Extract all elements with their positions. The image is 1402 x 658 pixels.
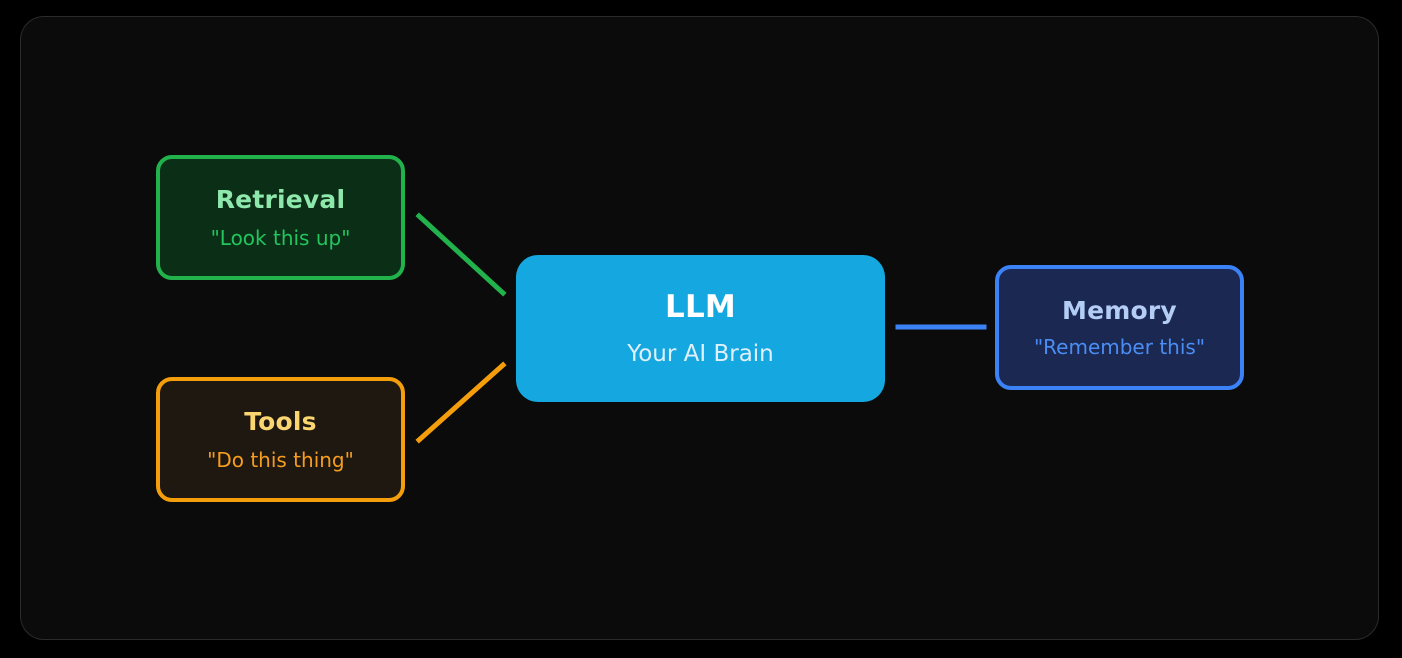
node-retrieval[interactable]: Retrieval "Look this up" xyxy=(156,155,405,280)
node-memory-subtitle: "Remember this" xyxy=(1033,335,1206,360)
node-memory-title: Memory xyxy=(1062,295,1177,325)
node-retrieval-title: Retrieval xyxy=(215,184,346,214)
node-tools-subtitle: "Do this thing" xyxy=(207,448,354,473)
node-tools[interactable]: Tools "Do this thing" xyxy=(156,377,405,502)
node-llm-title: LLM xyxy=(665,288,736,325)
node-retrieval-subtitle: "Look this up" xyxy=(210,226,351,251)
node-llm[interactable]: LLM Your AI Brain xyxy=(516,255,885,402)
node-memory[interactable]: Memory "Remember this" xyxy=(995,265,1244,390)
node-llm-subtitle: Your AI Brain xyxy=(627,340,774,367)
node-tools-title: Tools xyxy=(244,406,317,436)
